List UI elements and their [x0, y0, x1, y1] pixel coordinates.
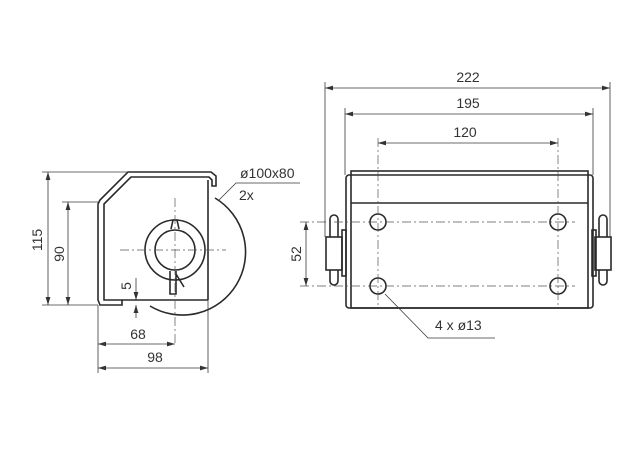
side-view: 115 90 5 68 98 ø100x80 2x	[29, 165, 300, 373]
dim-label-height-inner: 90	[51, 246, 67, 262]
dim-label-hole-spacing-y: 52	[288, 246, 304, 262]
bracket-outline	[97, 171, 217, 306]
left-axle-pin	[325, 214, 347, 286]
disc-quantity-label: 2x	[239, 187, 254, 203]
dim-label-offset: 5	[118, 282, 134, 290]
dim-label-hole-spacing-x: 120	[453, 124, 477, 140]
body-plate	[350, 170, 589, 309]
dim-label-length-total: 222	[456, 69, 480, 85]
dim-label-height-total: 115	[29, 229, 45, 252]
dim-label-length-body: 195	[456, 95, 480, 111]
dim-label-axis-distance: 68	[130, 326, 146, 342]
front-view: 222 195 120 52 4 x ø13	[288, 69, 612, 339]
holes-leader-line	[384, 293, 495, 339]
body-outline	[345, 174, 594, 309]
right-axle-pin	[591, 214, 612, 286]
holes-label: 4 x ø13	[435, 317, 482, 333]
disc-leader-line	[217, 182, 300, 202]
lock-pin-bottom	[169, 271, 185, 295]
disc-size-label: ø100x80	[240, 165, 295, 181]
wheel-disc	[149, 197, 247, 316]
dim-label-width-total: 98	[147, 349, 163, 365]
